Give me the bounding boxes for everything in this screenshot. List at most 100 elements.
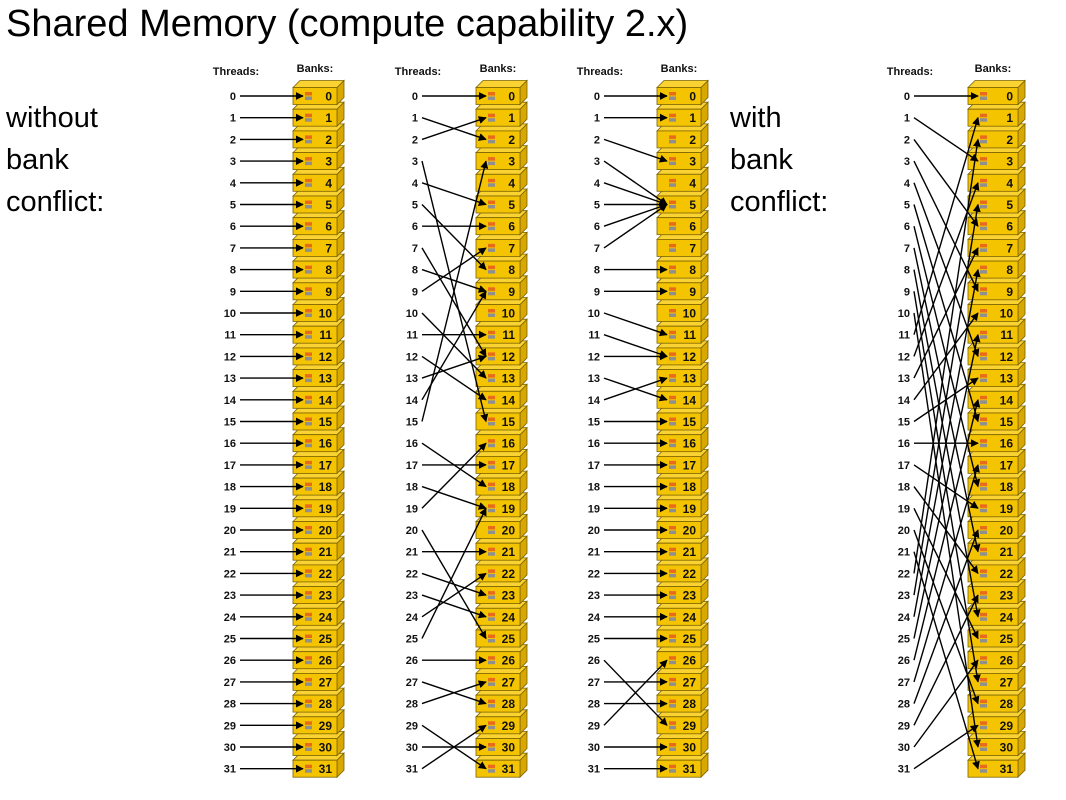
threads-header: Threads: xyxy=(395,66,441,78)
thread-label-6: 6 xyxy=(230,221,236,233)
thread-label-0: 0 xyxy=(230,91,236,103)
bank-number: 24 xyxy=(683,610,697,624)
bank-28: 28 xyxy=(475,687,528,714)
bank-number: 28 xyxy=(502,697,516,711)
bank-14: 14 xyxy=(656,383,709,410)
bank-9: 9 xyxy=(656,274,709,301)
bank-number: 31 xyxy=(502,762,516,776)
bank-stack: 3130292827262524232221201918171615141312… xyxy=(475,79,528,779)
bank-13: 13 xyxy=(292,361,345,388)
bank-number: 3 xyxy=(508,155,515,169)
with-conflict-label: with bank conflict: xyxy=(730,102,829,218)
bank-8: 8 xyxy=(475,253,528,280)
arrow-thread-11 xyxy=(603,334,668,358)
bank-number: 6 xyxy=(1006,220,1013,234)
bank-number: 31 xyxy=(683,762,697,776)
bank-number: 2 xyxy=(689,133,696,147)
thread-label-23: 23 xyxy=(224,590,236,602)
bank-26: 26 xyxy=(967,643,1026,670)
bank-number: 15 xyxy=(1000,415,1014,429)
bank-number: 27 xyxy=(1000,675,1014,689)
bank-29: 29 xyxy=(475,708,528,735)
thread-label-3: 3 xyxy=(594,156,600,168)
thread-label-12: 12 xyxy=(224,351,236,363)
bank-6: 6 xyxy=(292,209,345,236)
thread-label-21: 21 xyxy=(224,547,236,559)
bank-18: 18 xyxy=(656,470,709,497)
thread-label-7: 7 xyxy=(230,243,236,255)
bank-22: 22 xyxy=(475,556,528,583)
thread-label-21: 21 xyxy=(406,547,418,559)
bank-number: 25 xyxy=(502,632,516,646)
bank-3: 3 xyxy=(292,144,345,171)
bank-number: 16 xyxy=(683,437,697,451)
bank-number: 10 xyxy=(319,307,333,321)
thread-label-8: 8 xyxy=(412,265,418,277)
bank-number: 1 xyxy=(325,111,332,125)
bank-number: 11 xyxy=(683,328,696,342)
bank-13: 13 xyxy=(656,361,709,388)
bank-number: 8 xyxy=(508,263,515,277)
arrow-thread-8 xyxy=(421,268,487,293)
bank-number: 18 xyxy=(1000,480,1014,494)
bank-number: 29 xyxy=(683,719,697,733)
bank-2: 2 xyxy=(292,122,345,149)
thread-label-24: 24 xyxy=(224,612,237,624)
bank-number: 29 xyxy=(319,719,333,733)
bank-26: 26 xyxy=(475,643,528,670)
bank-number: 17 xyxy=(1000,458,1014,472)
bank-31: 31 xyxy=(656,752,709,779)
bank-number: 10 xyxy=(502,307,516,321)
bank-number: 27 xyxy=(502,675,516,689)
thread-label-27: 27 xyxy=(406,677,418,689)
arrow-thread-19 xyxy=(421,442,487,509)
thread-label-9: 9 xyxy=(904,286,910,298)
bank-number: 21 xyxy=(1000,545,1014,559)
bank-22: 22 xyxy=(967,556,1026,583)
bank-number: 29 xyxy=(502,719,516,733)
bank-number: 2 xyxy=(508,133,515,147)
thread-label-26: 26 xyxy=(406,655,418,667)
thread-label-4: 4 xyxy=(594,178,601,190)
thread-label-15: 15 xyxy=(588,417,600,429)
bank-number: 13 xyxy=(502,372,516,386)
thread-label-12: 12 xyxy=(406,351,418,363)
bank-number: 1 xyxy=(689,111,696,125)
bank-number: 17 xyxy=(683,458,697,472)
thread-label-4: 4 xyxy=(412,178,419,190)
thread-label-25: 25 xyxy=(224,634,236,646)
bank-number: 11 xyxy=(502,328,515,342)
arrow-thread-28 xyxy=(421,680,487,705)
bank-number: 2 xyxy=(325,133,332,147)
bank-number: 4 xyxy=(1006,176,1013,190)
bank-31: 31 xyxy=(475,752,528,779)
bank-stack: 3130292827262524232221201918171615141312… xyxy=(656,79,709,779)
bank-23: 23 xyxy=(292,578,345,605)
arrow-thread-28 xyxy=(913,529,980,704)
bank-24: 24 xyxy=(292,600,345,627)
thread-label-0: 0 xyxy=(904,91,910,103)
panel-random-permutation: Threads:Banks:31302928272625242322212019… xyxy=(395,63,528,779)
arrow-thread-30 xyxy=(913,659,979,748)
bank-23: 23 xyxy=(656,578,709,605)
thread-label-13: 13 xyxy=(406,373,418,385)
bank-2: 2 xyxy=(656,122,709,149)
bank-number: 19 xyxy=(502,502,516,516)
thread-labels: 0123456789101112131415161718192021222324… xyxy=(224,91,237,776)
thread-label-23: 23 xyxy=(588,590,600,602)
bank-22: 22 xyxy=(292,556,345,583)
thread-label-10: 10 xyxy=(406,308,418,320)
bank-number: 24 xyxy=(1000,610,1014,624)
bank-11: 11 xyxy=(292,318,345,345)
thread-label-5: 5 xyxy=(594,200,600,212)
bank-17: 17 xyxy=(475,448,528,475)
bank-21: 21 xyxy=(292,535,345,562)
thread-label-11: 11 xyxy=(588,330,600,342)
panel-broadcast-conflict: Threads:Banks:31302928272625242322212019… xyxy=(577,63,709,779)
bank-number: 25 xyxy=(319,632,333,646)
bank-30: 30 xyxy=(656,730,709,757)
bank-number: 29 xyxy=(1000,719,1014,733)
bank-number: 25 xyxy=(1000,632,1014,646)
bank-number: 27 xyxy=(683,675,697,689)
